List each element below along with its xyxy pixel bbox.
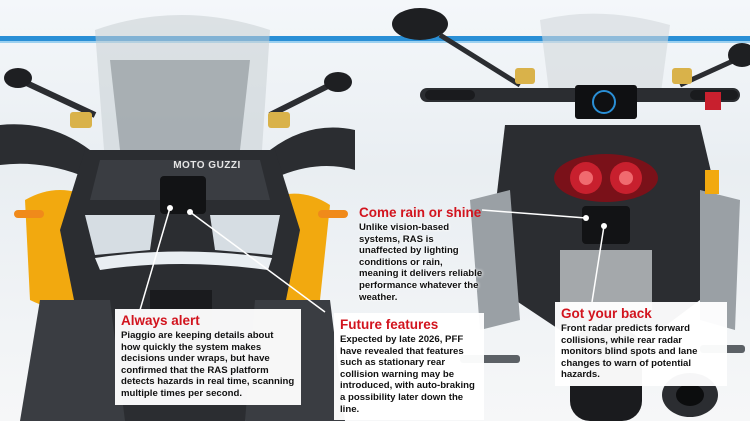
pointer-dot-always-alert xyxy=(167,205,173,211)
front-radar-sensor xyxy=(160,176,206,214)
rear-left-mirror xyxy=(392,8,448,40)
rear-view-windscreen xyxy=(540,13,670,101)
tail-light xyxy=(554,154,658,202)
left-handguard xyxy=(0,124,90,175)
pointer-dot-future-features xyxy=(187,209,193,215)
right-indicator xyxy=(318,210,348,218)
right-mirror xyxy=(324,72,352,92)
callout-come-rain-or-shine-title: Come rain or shine xyxy=(359,205,482,220)
top-rule-light xyxy=(0,41,750,43)
tft-dash xyxy=(575,85,637,119)
callout-got-your-back: Got your back Front radar predicts forwa… xyxy=(555,302,727,386)
rear-right-mirror xyxy=(728,43,750,67)
left-headlight xyxy=(85,215,155,255)
pointer-future-features xyxy=(189,211,326,313)
left-reservoir xyxy=(70,112,92,128)
moto-guzzi-logo: MOTO GUZZI xyxy=(173,160,241,171)
right-handguard xyxy=(270,127,355,175)
callout-come-rain-or-shine-body: Unlike vision-based systems, RAS is unaf… xyxy=(359,222,483,303)
callout-got-your-back-title: Got your back xyxy=(561,306,652,321)
rear-left-reservoir xyxy=(515,68,535,84)
exhaust-outlet xyxy=(676,384,704,406)
plate-mount xyxy=(560,250,652,310)
pointer-come-rain-or-shine xyxy=(481,209,587,219)
tail-light-left-core xyxy=(579,171,593,185)
callout-future-features-body: Expected by late 2026, PFF have revealed… xyxy=(340,334,475,415)
headlight-brow xyxy=(95,251,272,270)
callout-always-alert-body: Piaggio are keeping details about how qu… xyxy=(121,330,295,399)
pointer-always-alert xyxy=(139,207,171,311)
right-mirror-arm xyxy=(268,82,332,118)
pointer-got-your-back xyxy=(591,225,605,303)
dash-dial xyxy=(592,90,616,114)
rear-right-reservoir xyxy=(672,68,692,84)
left-mirror-arm xyxy=(18,77,97,118)
left-mirror xyxy=(4,68,32,88)
left-indicator xyxy=(14,210,44,218)
pointer-dot-come-rain-or-shine xyxy=(583,215,589,221)
rear-yellow-accent xyxy=(705,170,719,194)
windscreen-frame xyxy=(110,60,250,150)
callout-got-your-back-body: Front radar predicts forward collisions,… xyxy=(561,323,698,381)
callout-always-alert: Always alert Piaggio are keeping details… xyxy=(115,309,301,405)
front-lower-body xyxy=(20,300,125,421)
top-rule xyxy=(0,36,750,41)
pointer-dot-got-your-back xyxy=(601,223,607,229)
right-reservoir xyxy=(268,112,290,128)
callout-always-alert-title: Always alert xyxy=(121,313,200,328)
callout-come-rain-or-shine: Come rain or shine Unlike vision-based s… xyxy=(359,205,483,303)
callout-future-features: Future features Expected by late 2026, P… xyxy=(334,313,484,421)
right-headlight xyxy=(210,215,280,255)
left-grip xyxy=(425,90,475,100)
callout-future-features-title: Future features xyxy=(340,317,439,332)
rear-side-panel-left xyxy=(470,190,520,330)
right-switch xyxy=(705,92,721,110)
rear-side-panel-right xyxy=(700,190,740,330)
rear-left-mirror-arm xyxy=(438,32,522,88)
tail-light-right-core xyxy=(619,171,633,185)
